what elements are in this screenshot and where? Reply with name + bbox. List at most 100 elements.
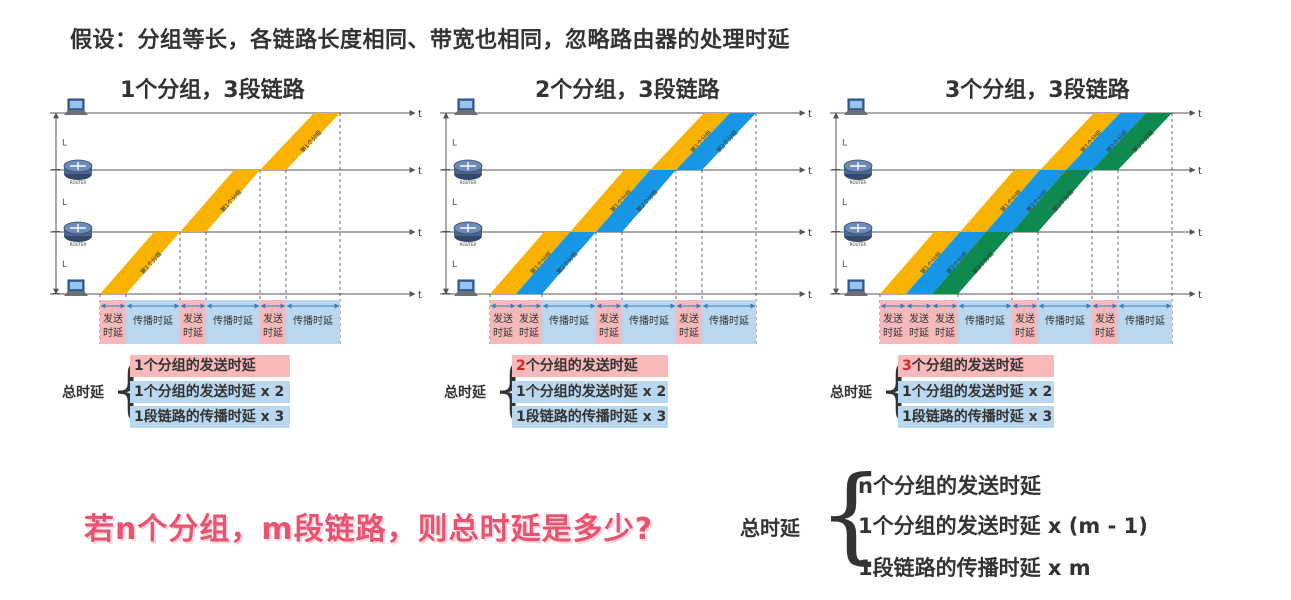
router-icon: ROUTER xyxy=(843,221,873,247)
send-delay-label: 时延 xyxy=(1095,327,1115,339)
laptop-icon xyxy=(64,98,88,115)
link-label: L xyxy=(62,139,67,149)
router-text: ROUTER xyxy=(850,180,867,185)
time-label: t xyxy=(418,290,422,301)
router-icon: ROUTER xyxy=(843,159,873,185)
time-label: t xyxy=(418,109,422,120)
question-text: 若n个分组，m段链路，则总时延是多少? xyxy=(84,512,654,547)
router-text: ROUTER xyxy=(70,180,87,185)
router-icon: ROUTER xyxy=(453,221,483,247)
panel-title-2: 2个分组，3段链路 xyxy=(535,78,720,103)
link-label: L xyxy=(842,198,847,208)
packet-parallelogram xyxy=(570,170,650,232)
formula-line-send: 2个分组的发送时延 xyxy=(512,355,668,377)
send-delay-label: 时延 xyxy=(1015,327,1035,339)
prop-delay-label: 传播时延 xyxy=(629,314,669,327)
timing-panel: LLLttttROUTERROUTER第1个分组第1个分组第1个分组发送时延传播… xyxy=(50,98,422,344)
router-icon: ROUTER xyxy=(453,159,483,185)
send-delay-label: 时延 xyxy=(883,327,903,339)
send-delay-label: 时延 xyxy=(493,327,513,339)
total-delay-label: 总时延 xyxy=(62,385,104,401)
time-label: t xyxy=(808,109,812,120)
summary-line-3: 1段链路的传播时延 x m xyxy=(858,556,1091,580)
packet-parallelogram xyxy=(180,170,260,232)
link-label: L xyxy=(842,139,847,149)
router-icon: ROUTER xyxy=(63,159,93,185)
router-text: ROUTER xyxy=(70,242,87,247)
summary-line-2: 1个分组的发送时延 x (m - 1) xyxy=(858,514,1148,538)
send-delay-label: 发送 xyxy=(1015,312,1035,325)
send-delay-label: 时延 xyxy=(183,327,203,339)
prop-delay-label: 传播时延 xyxy=(133,314,173,327)
send-delay-label: 发送 xyxy=(1095,312,1115,325)
send-delay-label: 发送 xyxy=(519,312,539,325)
time-label: t xyxy=(808,290,812,301)
send-delay-label: 发送 xyxy=(935,312,955,325)
packet-parallelogram xyxy=(676,113,756,170)
packet-parallelogram xyxy=(1040,113,1120,170)
send-delay-label: 发送 xyxy=(263,312,283,325)
router-icon: ROUTER xyxy=(63,221,93,247)
send-delay-label: 时延 xyxy=(909,327,929,339)
formula-line-send-x: 1个分组的发送时延 x 2 xyxy=(130,381,290,403)
packet-parallelogram xyxy=(906,232,986,294)
send-delay-label: 时延 xyxy=(263,327,283,339)
formula-line-send-x: 1个分组的发送时延 x 2 xyxy=(898,381,1054,403)
send-delay-label: 发送 xyxy=(103,312,123,325)
packet-parallelogram xyxy=(960,170,1040,232)
time-label: t xyxy=(808,228,812,239)
router-text: ROUTER xyxy=(850,242,867,247)
send-delay-label: 时延 xyxy=(599,327,619,339)
formula-line-prop: 1段链路的传播时延 x 3 xyxy=(130,406,290,428)
packet-parallelogram xyxy=(880,232,960,294)
laptop-icon xyxy=(844,279,868,296)
packet-parallelogram xyxy=(650,113,730,170)
send-delay-label: 发送 xyxy=(883,312,903,325)
brace-icon: { xyxy=(818,453,885,575)
formula-line-prop: 1段链路的传播时延 x 3 xyxy=(898,406,1054,428)
prop-delay-label: 传播时延 xyxy=(213,314,253,327)
timing-panel: LLLttttROUTERROUTER第1个分组第1个分组第1个分组第2个分组第… xyxy=(440,98,812,344)
packet-parallelogram xyxy=(596,170,676,232)
packet-parallelogram xyxy=(516,232,596,294)
router-text: ROUTER xyxy=(460,180,477,185)
time-label: t xyxy=(1198,228,1202,239)
send-delay-label: 发送 xyxy=(599,312,619,325)
link-label: L xyxy=(452,139,457,149)
laptop-icon xyxy=(454,98,478,115)
send-delay-label: 时延 xyxy=(679,327,699,339)
packet-parallelogram xyxy=(260,113,340,170)
packet-parallelogram xyxy=(490,232,570,294)
total-delay-label: 总时延 xyxy=(444,385,486,401)
send-delay-label: 发送 xyxy=(493,312,513,325)
packet-parallelogram xyxy=(100,232,180,294)
time-label: t xyxy=(418,228,422,239)
send-delay-label: 时延 xyxy=(935,327,955,339)
router-text: ROUTER xyxy=(460,242,477,247)
prop-delay-label: 传播时延 xyxy=(549,314,589,327)
formula-line-prop: 1段链路的传播时延 x 3 xyxy=(512,406,668,428)
time-label: t xyxy=(808,166,812,177)
link-label: L xyxy=(452,198,457,208)
prop-delay-label: 传播时延 xyxy=(1125,314,1165,327)
send-delay-label: 发送 xyxy=(679,312,699,325)
laptop-icon xyxy=(64,279,88,296)
time-label: t xyxy=(1198,109,1202,120)
packet-parallelogram xyxy=(1066,113,1146,170)
send-delay-label: 时延 xyxy=(519,327,539,339)
summary-line-1: n个分组的发送时延 xyxy=(858,474,1041,498)
time-label: t xyxy=(1198,166,1202,177)
prop-delay-label: 传播时延 xyxy=(293,314,333,327)
packet-parallelogram xyxy=(1012,170,1092,232)
laptop-icon xyxy=(454,279,478,296)
link-label: L xyxy=(452,260,457,270)
formula-line-send: 3个分组的发送时延 xyxy=(898,355,1054,377)
page-title: 假设：分组等长，各链路长度相同、带宽也相同，忽略路由器的处理时延 xyxy=(70,28,791,53)
prop-delay-label: 传播时延 xyxy=(709,314,749,327)
panel-title-3: 3个分组，3段链路 xyxy=(945,78,1130,103)
total-delay-label: 总时延 xyxy=(830,385,872,401)
send-delay-label: 时延 xyxy=(103,327,123,339)
summary-label: 总时延 xyxy=(740,516,800,540)
prop-delay-label: 传播时延 xyxy=(1045,314,1085,327)
